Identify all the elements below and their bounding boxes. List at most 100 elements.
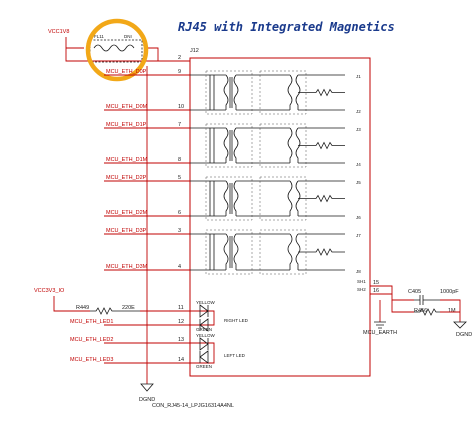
- net-label: MCU_ETH_D1M: [106, 157, 148, 163]
- core-lines: [229, 183, 233, 214]
- tap-lines: [209, 75, 215, 110]
- net-label: MCU_ETH_D1P: [106, 122, 147, 128]
- link-lines: [236, 180, 290, 217]
- tap-lines: [209, 128, 215, 163]
- vcc3v3-net: [53, 296, 90, 312]
- net-label: MCU_ETH_D0P: [106, 69, 147, 75]
- net-label: MCU_ETH_LED1: [70, 319, 113, 325]
- pin-row-12: MCU_ETH_LED1 12: [70, 319, 190, 326]
- dgnd-label: DGND: [139, 397, 155, 403]
- net-label: MCU_ETH_D2P: [106, 175, 147, 181]
- pin-number: 2: [178, 55, 181, 61]
- led-right-c1: YELLOW: [196, 300, 216, 305]
- pin-number: 5: [178, 175, 181, 181]
- dgnd-symbol: DGND: [139, 383, 155, 403]
- channel-frame-2: [259, 176, 307, 221]
- diagram-title: RJ45 with Integrated Magnetics: [178, 20, 395, 34]
- resistor-r449: R449 220E: [76, 305, 140, 315]
- ferrite-value: DNI: [124, 34, 132, 39]
- coil-4: [295, 233, 301, 270]
- channel-frame: [205, 70, 253, 115]
- termination-resistor: [298, 141, 345, 150]
- capacitor-c405: C405 1000pF: [408, 289, 459, 305]
- coil-4: [295, 74, 301, 110]
- pin-number: 10: [178, 104, 184, 110]
- primary-coil: [223, 180, 229, 216]
- right-pin-15: 15: [373, 280, 379, 286]
- led-right-c2: GREEN: [196, 327, 212, 332]
- pin-number: 11: [178, 305, 184, 311]
- vcc1v8-net: [65, 37, 190, 62]
- pin-number: 3: [178, 228, 181, 234]
- r449-value: 220E: [122, 305, 135, 311]
- coil-4: [295, 127, 301, 163]
- led-left-c1: YELLOW: [196, 333, 216, 338]
- vcc3v3-label: VCC3V3_IO: [34, 288, 65, 294]
- r456-value: 1M: [448, 308, 456, 314]
- pin-number: 4: [178, 264, 181, 270]
- primary-coil: [223, 74, 229, 110]
- net-label: MCU_ETH_D0M: [106, 104, 148, 110]
- primary-coil: [223, 233, 229, 270]
- ferrite-bead: FL11 DNI 1 2: [86, 34, 146, 63]
- channel-frame: [205, 229, 253, 275]
- output-lines: [298, 127, 345, 164]
- inner-mark: J8: [356, 269, 361, 274]
- coil-4: [295, 180, 301, 216]
- coil-3: [287, 74, 293, 110]
- channel-frame: [205, 176, 253, 221]
- connector-ref: J12: [190, 48, 199, 54]
- tap-lines: [209, 181, 215, 216]
- dgnd2-label: DGND: [456, 332, 472, 338]
- pin-row-11: 11: [178, 305, 184, 311]
- led-right-label: RIGHT LED: [224, 318, 249, 323]
- led-block-left: YELLOW GREEN LEFT LED: [190, 333, 246, 369]
- right-pin-16: 16: [373, 288, 379, 294]
- output-lines: [298, 233, 345, 271]
- net-label: MCU_ETH_LED2: [70, 337, 113, 343]
- connector-value: CON_RJ45-14_LPJG16314A4NL: [152, 403, 234, 409]
- shield-to-res: [391, 300, 414, 313]
- output-lines: [298, 74, 345, 111]
- core-lines: [229, 130, 233, 161]
- led-left-label: LEFT LED: [224, 353, 246, 358]
- shield-label-a: SH1: [357, 279, 366, 284]
- core-lines: [229, 236, 233, 268]
- resistor-r456: R456 1M: [414, 308, 456, 316]
- coil-3: [287, 127, 293, 163]
- inner-mark: J3: [356, 127, 361, 132]
- net-label: MCU_ETH_D3P: [106, 228, 147, 234]
- channel-lines: [190, 180, 226, 217]
- net-label: MCU_ETH_D3M: [106, 264, 148, 270]
- coil-3: [287, 180, 293, 216]
- r456-ref: R456: [414, 308, 427, 314]
- pin-row-13: MCU_ETH_LED2 13: [70, 337, 190, 344]
- inner-mark: J5: [356, 180, 361, 185]
- secondary-coil: [233, 127, 239, 163]
- connector-box: [189, 57, 371, 377]
- secondary-coil: [233, 233, 239, 270]
- tap-lines: [209, 234, 215, 270]
- net-label: MCU_ETH_D2M: [106, 210, 148, 216]
- pin-number: 13: [178, 337, 184, 343]
- output-lines: [298, 180, 345, 217]
- channel-lines: [190, 127, 226, 164]
- pin-row-2: 2: [178, 55, 181, 61]
- net-label: MCU_ETH_LED3: [70, 357, 113, 363]
- shield-label-b: SH2: [357, 287, 366, 292]
- termination-resistor: [298, 248, 345, 256]
- dgnd-net: [440, 299, 461, 322]
- r449-ref: R449: [76, 305, 89, 311]
- pin-number: 14: [178, 357, 184, 363]
- pin-number: 12: [178, 319, 184, 325]
- channel-frame-2: [259, 70, 307, 115]
- coil-3: [287, 233, 293, 270]
- link-lines: [236, 74, 290, 111]
- core-lines: [229, 77, 233, 108]
